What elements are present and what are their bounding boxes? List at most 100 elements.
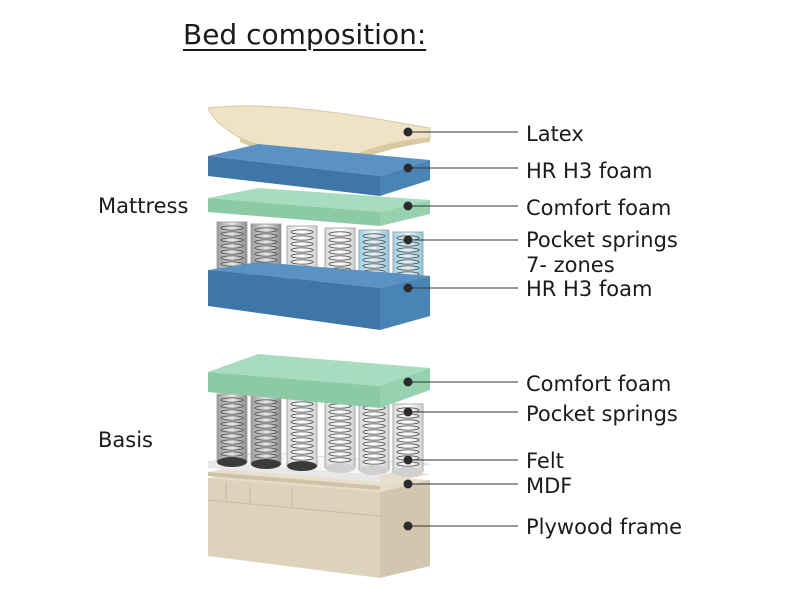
spring-coil: [362, 441, 386, 447]
spring-coil: [290, 235, 314, 241]
spring-coil: [254, 447, 278, 453]
spring-coil: [220, 421, 244, 427]
spring-coil: [290, 455, 314, 461]
callout-plywood-frame: Plywood frame: [526, 515, 683, 539]
callout-hr-foam-top: HR H3 foam: [526, 159, 653, 183]
spring-coil: [328, 421, 352, 427]
spring-coil: [362, 435, 386, 441]
spring-coil: [220, 415, 244, 421]
spring-coil: [254, 227, 278, 233]
leader-dot: [403, 235, 413, 245]
spring-coil: [396, 247, 420, 253]
spring-coil: [396, 437, 420, 443]
spring-coil: [254, 257, 278, 263]
group-label-basis: Basis: [98, 428, 153, 452]
spring-coil: [328, 261, 352, 267]
spring-coil: [290, 259, 314, 265]
spring-base: [287, 461, 317, 471]
callout-leaders: [403, 127, 518, 531]
spring-coil: [362, 233, 386, 239]
spring-coil: [328, 433, 352, 439]
spring-coil: [396, 259, 420, 265]
spring-coil: [362, 239, 386, 245]
spring-coil: [362, 423, 386, 429]
spring-coil: [290, 407, 314, 413]
leader-dot: [403, 455, 413, 465]
spring-coil: [254, 251, 278, 257]
leader-dot: [403, 479, 413, 489]
leader-dot: [403, 127, 413, 137]
spring-coil: [254, 399, 278, 405]
spring-base: [251, 459, 281, 469]
spring-coil: [220, 451, 244, 457]
spring-coil: [220, 397, 244, 403]
leader-dot: [403, 377, 413, 387]
leader-dot: [403, 163, 413, 173]
spring-coil: [290, 253, 314, 259]
spring-coil: [220, 433, 244, 439]
spring-coil: [396, 265, 420, 271]
spring-coil: [220, 225, 244, 231]
spring-coil: [328, 249, 352, 255]
spring-coil: [220, 255, 244, 261]
spring-coil: [396, 431, 420, 437]
callout-hr-foam-bottom: HR H3 foam: [526, 277, 653, 301]
spring-coil: [362, 257, 386, 263]
group-label-mattress: Mattress: [98, 194, 189, 218]
spring-coil: [362, 245, 386, 251]
spring-coil: [254, 441, 278, 447]
spring-coil: [362, 453, 386, 459]
spring-coil: [362, 417, 386, 423]
spring-coil: [328, 237, 352, 243]
spring-coil: [362, 447, 386, 453]
spring-coil: [254, 435, 278, 441]
spring-coil: [396, 443, 420, 449]
spring-coil: [328, 451, 352, 457]
spring-base: [217, 457, 247, 467]
spring-coil: [220, 243, 244, 249]
spring-coil: [328, 415, 352, 421]
spring-coil: [396, 253, 420, 259]
callout-comfort-foam-basis: Comfort foam: [526, 372, 672, 396]
spring-coil: [220, 231, 244, 237]
leader-dot: [403, 407, 413, 417]
page-title: Bed composition:: [183, 18, 427, 51]
comfort-foam-basis-layer: [208, 354, 430, 408]
hr-foam-top-layer: [208, 144, 430, 196]
spring-coil: [362, 459, 386, 465]
comfort-foam-top-layer: [208, 188, 430, 226]
spring-coil: [254, 429, 278, 435]
callout-pocket-springs-basis: Pocket springs: [526, 402, 678, 426]
spring-coil: [290, 413, 314, 419]
leader-dot: [403, 201, 413, 211]
spring-coil: [254, 233, 278, 239]
spring-coil: [328, 439, 352, 445]
spring-coil: [254, 453, 278, 459]
spring-coil: [290, 241, 314, 247]
spring-coil: [290, 419, 314, 425]
spring-base: [393, 467, 423, 477]
spring-coil: [328, 255, 352, 261]
spring-coil: [254, 239, 278, 245]
spring-coil: [290, 229, 314, 235]
callout-comfort-foam-top: Comfort foam: [526, 196, 672, 220]
spring-coil: [328, 457, 352, 463]
callout-felt: Felt: [526, 449, 564, 473]
spring-coil: [254, 245, 278, 251]
callout-pocket-springs-top: Pocket springs: [526, 228, 678, 252]
spring-coil: [290, 401, 314, 407]
spring-coil: [396, 425, 420, 431]
spring-coil: [254, 417, 278, 423]
spring-coil: [328, 427, 352, 433]
spring-coil: [290, 449, 314, 455]
spring-coil: [362, 251, 386, 257]
leader-dot: [403, 521, 413, 531]
spring-coil: [328, 231, 352, 237]
spring-coil: [220, 439, 244, 445]
spring-coil: [290, 443, 314, 449]
spring-coil: [362, 411, 386, 417]
spring-coil: [362, 429, 386, 435]
spring-base: [359, 465, 389, 475]
